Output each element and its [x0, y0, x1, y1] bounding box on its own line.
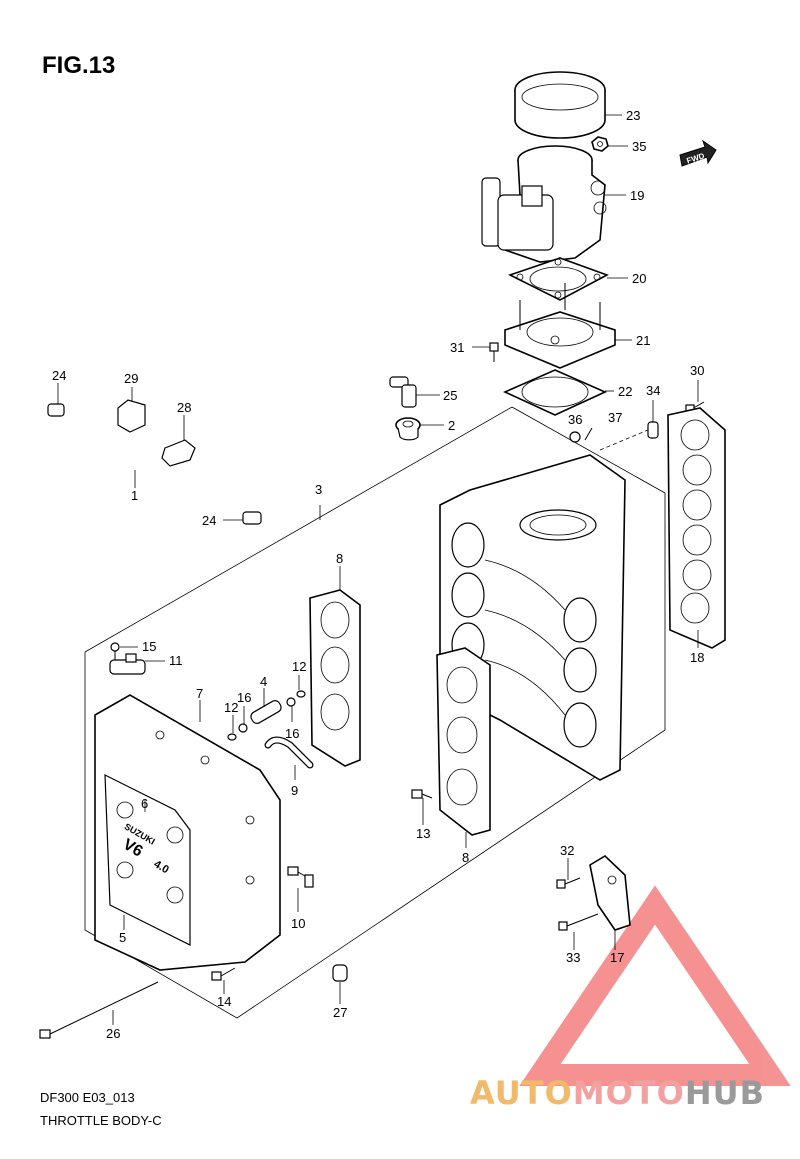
- plenum-chamber[interactable]: SUZUKI V6 4.0: [94, 694, 281, 971]
- callout-16-right: 16: [285, 726, 299, 741]
- callout-25: 25: [443, 388, 457, 403]
- part-37-clip[interactable]: [584, 427, 593, 441]
- callout-8-lower: 8: [462, 850, 469, 865]
- part-12-o-ring-left[interactable]: [227, 733, 237, 741]
- leader-lines: [57, 114, 699, 1025]
- part-22-gasket[interactable]: [503, 369, 607, 416]
- part-33-bolt[interactable]: [558, 913, 599, 931]
- part-24-clamp[interactable]: [47, 403, 65, 417]
- callout-20: 20: [632, 271, 646, 286]
- callout-7: 7: [196, 686, 203, 701]
- part-35-nut[interactable]: [591, 136, 609, 152]
- part-25-fitting[interactable]: [389, 376, 417, 408]
- callout-34: 34: [646, 383, 660, 398]
- watermark-auto: AUTO: [470, 1074, 573, 1112]
- part-26-long-bolt[interactable]: [39, 981, 159, 1039]
- callout-9: 9: [291, 783, 298, 798]
- watermark-logo-text: AUTOMOTOHUB: [470, 1074, 765, 1112]
- callout-4: 4: [260, 674, 267, 689]
- part-8-gasket-lower[interactable]: [436, 647, 491, 836]
- part-1-hose[interactable]: [62, 417, 258, 513]
- callout-22: 22: [618, 384, 632, 399]
- callout-30: 30: [690, 363, 704, 378]
- callout-19: 19: [630, 188, 644, 203]
- callout-32: 32: [560, 843, 574, 858]
- part-11-sensor[interactable]: [109, 653, 146, 675]
- part-21-adapter-plate[interactable]: [504, 283, 616, 369]
- part-8-gasket-upper[interactable]: [309, 589, 361, 767]
- callout-labels: 23 35 19 20 21 31 22 25 2 36 37 34 30 18…: [52, 108, 704, 1041]
- part-23-seal-ring[interactable]: [514, 71, 606, 139]
- part-16-washer-right[interactable]: [286, 697, 296, 707]
- callout-11: 11: [169, 653, 183, 668]
- part-36-washer[interactable]: [569, 431, 581, 443]
- figure-title: FIG.13: [42, 52, 116, 79]
- part-24-clamp-lower[interactable]: [242, 511, 262, 525]
- part-34-dowel[interactable]: [599, 421, 659, 451]
- part-27-grommet[interactable]: [332, 964, 348, 982]
- callout-12-right: 12: [292, 659, 306, 674]
- part-32-bolt[interactable]: [556, 877, 581, 889]
- callout-13: 13: [416, 826, 430, 841]
- callout-14: 14: [217, 994, 231, 1009]
- callout-21: 21: [636, 333, 650, 348]
- callout-24-top: 24: [52, 368, 66, 383]
- callout-15: 15: [142, 639, 156, 654]
- callout-24-lower: 24: [202, 513, 216, 528]
- callout-5: 5: [119, 930, 126, 945]
- figure-code: DF300 E03_013: [40, 1090, 135, 1105]
- part-4-pipe[interactable]: [249, 699, 283, 725]
- part-15-bolt[interactable]: [110, 642, 120, 662]
- part-16-washer-left[interactable]: [238, 723, 248, 733]
- watermark-logo-triangle: [519, 885, 791, 1086]
- watermark-moto: MOTO: [572, 1074, 685, 1112]
- callout-29: 29: [124, 371, 138, 386]
- callout-31: 31: [450, 340, 464, 355]
- callout-16-left: 16: [237, 690, 251, 705]
- callout-27: 27: [333, 1005, 347, 1020]
- figure-name: THROTTLE BODY-C: [40, 1113, 162, 1128]
- callout-12-left: 12: [224, 700, 238, 715]
- part-10-bracket[interactable]: [287, 866, 314, 888]
- callout-2: 2: [448, 418, 455, 433]
- part-18-intake-gasket[interactable]: [667, 407, 726, 649]
- part-13-bolt[interactable]: [411, 789, 433, 799]
- callout-18: 18: [690, 650, 704, 665]
- callout-35: 35: [632, 139, 646, 154]
- assembly-outline-3: [84, 406, 666, 1019]
- part-29-clip[interactable]: [117, 399, 146, 433]
- part-19-throttle-body[interactable]: [481, 145, 607, 263]
- callout-28: 28: [177, 400, 191, 415]
- part-2-grommet[interactable]: [395, 417, 421, 441]
- watermark-hub: HUB: [684, 1074, 766, 1112]
- callout-26: 26: [106, 1026, 120, 1041]
- part-17-bracket[interactable]: [589, 855, 631, 931]
- part-20-gasket[interactable]: [507, 257, 609, 301]
- callout-10: 10: [291, 916, 305, 931]
- callout-33: 33: [566, 950, 580, 965]
- part-12-o-ring-right[interactable]: [296, 690, 306, 698]
- callout-6: 6: [141, 796, 148, 811]
- callout-3: 3: [315, 482, 322, 497]
- callout-8-upper: 8: [336, 551, 343, 566]
- part-9-hose[interactable]: [264, 736, 314, 769]
- callout-36: 36: [568, 412, 582, 427]
- part-14-bolt[interactable]: [211, 967, 236, 981]
- part-28-clamp[interactable]: [161, 439, 196, 467]
- callout-23: 23: [626, 108, 640, 123]
- part-31-bolt[interactable]: [489, 342, 499, 362]
- callout-1: 1: [131, 488, 138, 503]
- fwd-arrow-icon: FWD: [679, 139, 717, 167]
- callout-37: 37: [608, 410, 622, 425]
- callout-17: 17: [610, 950, 624, 965]
